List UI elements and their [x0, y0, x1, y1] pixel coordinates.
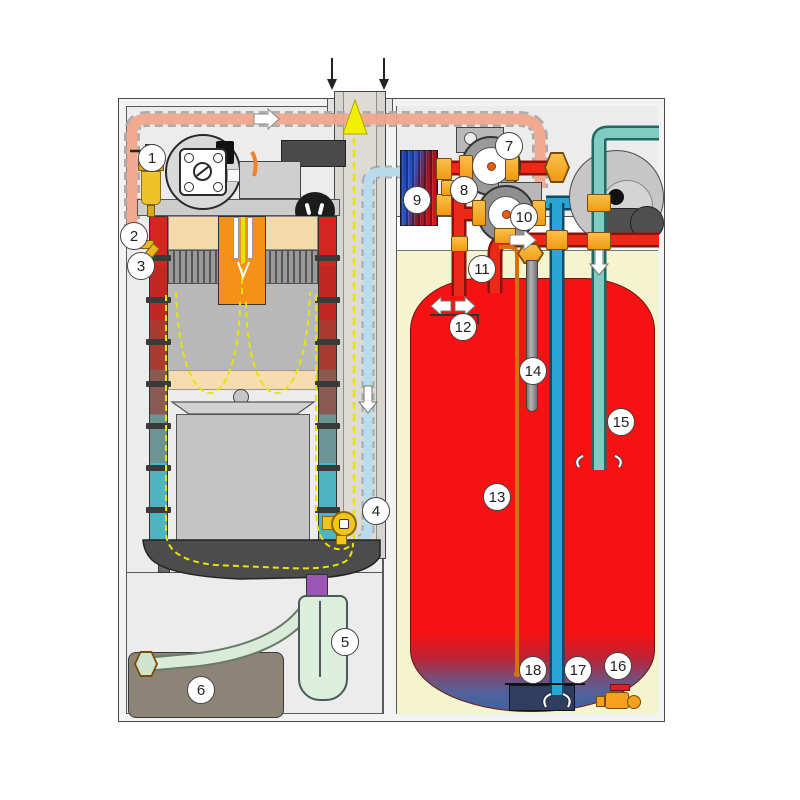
- pump-flange: [472, 200, 486, 226]
- marker-8: 8: [450, 176, 478, 204]
- marker-9: 9: [403, 186, 431, 214]
- station-motor: [630, 206, 664, 240]
- marker-1: 1: [138, 144, 166, 172]
- clamp: [315, 381, 340, 387]
- marker-10: 10: [510, 203, 538, 231]
- clamp: [315, 423, 340, 429]
- boiler-leg: [158, 558, 170, 573]
- clamp: [146, 381, 171, 387]
- marker-12: 12: [449, 313, 477, 341]
- marker-7: 7: [495, 132, 523, 160]
- drain-valve-knob[interactable]: [627, 695, 641, 709]
- flue-inner-duct: [343, 92, 377, 557]
- siphon-tube: [319, 601, 321, 677]
- clamp: [146, 339, 171, 345]
- marker-17: 17: [564, 656, 592, 684]
- air-intake-arrow-right: [379, 58, 389, 90]
- flow-connection-cap: [544, 152, 570, 183]
- pipe-union: [587, 194, 611, 212]
- heating-pump-screw: [487, 162, 496, 171]
- nozzle: [241, 217, 245, 263]
- clamp: [315, 255, 340, 261]
- pump-union: [494, 228, 516, 244]
- clamp: [146, 465, 171, 471]
- pipe-union: [546, 230, 568, 250]
- tank-drain-valve[interactable]: [605, 692, 629, 709]
- marker-15: 15: [607, 408, 635, 436]
- marker-14: 14: [519, 357, 547, 385]
- marker-13: 13: [483, 483, 511, 511]
- boiler-section-column-right: [318, 216, 337, 542]
- oil-filter: [141, 171, 161, 205]
- oil-filter-outlet: [147, 205, 155, 217]
- hose-fitting: [134, 651, 158, 677]
- electrode: [247, 217, 253, 259]
- marker-2: 2: [120, 222, 148, 250]
- flange-bolt: [213, 182, 223, 192]
- clamp: [315, 297, 340, 303]
- flange-bolt: [184, 153, 194, 163]
- thermowell: [526, 260, 538, 412]
- clamp: [146, 255, 171, 261]
- valve-outlet: [336, 535, 347, 545]
- pipe-union: [587, 232, 611, 250]
- marker-11: 11: [468, 255, 496, 283]
- clamp: [146, 423, 171, 429]
- marker-5: 5: [331, 628, 359, 656]
- valve-square: [339, 519, 349, 529]
- marker-6: 6: [187, 676, 215, 704]
- air-intake-arrow-left: [327, 58, 337, 90]
- bottom-baffle-box: [509, 685, 575, 711]
- hx-fitting-bottom: [436, 194, 452, 216]
- drain-valve-handle: [610, 684, 630, 691]
- clamp: [146, 507, 171, 513]
- boiler-lower-chamber: [176, 414, 310, 544]
- electrode: [233, 217, 239, 259]
- clamp: [315, 465, 340, 471]
- inspection-knob: [233, 389, 249, 405]
- marker-4: 4: [362, 497, 390, 525]
- pipe-union: [451, 236, 468, 252]
- clamp: [315, 339, 340, 345]
- flange-bolt: [184, 182, 194, 192]
- marker-16: 16: [604, 652, 632, 680]
- drain-valve-stub: [596, 696, 605, 707]
- marker-18: 18: [519, 656, 547, 684]
- boiler-insulation-mid: [168, 370, 318, 390]
- clamp: [146, 297, 171, 303]
- flange-bolt: [213, 153, 223, 163]
- marker-3: 3: [127, 252, 155, 280]
- hx-fitting-top: [436, 158, 452, 180]
- burner-fan-housing: [239, 161, 301, 199]
